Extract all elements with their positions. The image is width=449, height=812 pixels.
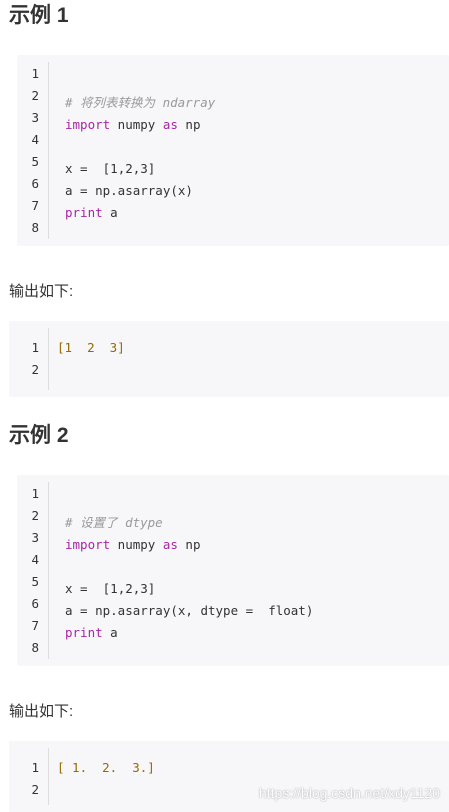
line-number: 3 xyxy=(31,530,39,545)
assign-x-prefix: x = xyxy=(65,161,103,176)
code-comment: # 设置了 dtype xyxy=(65,515,163,530)
example-2-code-block[interactable]: 1 2 3 4 5 6 7 8 # 设置了 dtype import numpy… xyxy=(17,475,449,666)
output-2-label: 输出如下: xyxy=(9,703,74,720)
code-line-import: import numpy as np xyxy=(65,537,200,553)
code-gutter-divider xyxy=(48,62,49,239)
line-number: 3 xyxy=(31,110,39,125)
line-number: 7 xyxy=(31,618,39,633)
code-gutter-divider xyxy=(48,482,49,659)
module-alias: np xyxy=(177,117,201,132)
keyword-import: import xyxy=(65,117,111,132)
keyword-import: import xyxy=(65,537,111,552)
output-2-code-block[interactable]: 1 2 [ 1. 2. 3.] xyxy=(9,741,449,812)
code-line-assign-a: a = np.asarray(x, dtype = float) xyxy=(65,603,314,618)
code-gutter-divider xyxy=(48,748,49,805)
code-line-print: print a xyxy=(65,625,118,641)
line-number: 1 xyxy=(31,486,39,501)
output-1-code-block[interactable]: 1 2 [1 2 3] xyxy=(9,321,449,397)
code-line-assign-a: a = np.asarray(x) xyxy=(65,183,193,198)
line-number: 6 xyxy=(31,596,39,611)
keyword-as: as xyxy=(162,117,178,132)
line-number: 5 xyxy=(31,154,39,169)
code-line-import: import numpy as np xyxy=(65,117,200,133)
line-number: 1 xyxy=(31,760,39,775)
code-comment: # 将列表转换为 ndarray xyxy=(65,95,216,110)
print-argument: a xyxy=(102,205,118,220)
line-number: 2 xyxy=(31,88,39,103)
line-number: 7 xyxy=(31,198,39,213)
line-number: 8 xyxy=(31,640,39,655)
line-number: 8 xyxy=(31,220,39,235)
line-number: 6 xyxy=(31,176,39,191)
line-number: 2 xyxy=(31,362,39,377)
line-number: 2 xyxy=(31,508,39,523)
assign-x-value: [1,2,3] xyxy=(102,161,156,176)
example-2-heading: 示例 2 xyxy=(9,424,69,447)
watermark-text: https://blog.csdn.net/xdy1120 xyxy=(258,785,440,801)
keyword-print: print xyxy=(65,205,103,220)
line-number: 1 xyxy=(31,66,39,81)
keyword-print: print xyxy=(65,625,103,640)
line-number: 4 xyxy=(31,132,39,147)
code-line-assign-x: x = [1,2,3] xyxy=(65,581,155,597)
module-name: numpy xyxy=(110,537,163,552)
assign-x-prefix: x = xyxy=(65,581,103,596)
assign-x-value: [1,2,3] xyxy=(102,581,156,596)
code-line-assign-x: x = [1,2,3] xyxy=(65,161,155,177)
output-1-label: 输出如下: xyxy=(9,283,74,300)
example-1-code-block[interactable]: 1 2 3 4 5 6 7 8 # 将列表转换为 ndarray import … xyxy=(17,55,449,246)
keyword-as: as xyxy=(162,537,178,552)
example-1-heading: 示例 1 xyxy=(9,4,69,27)
code-line-print: print a xyxy=(65,205,118,221)
output-2-value: [ 1. 2. 3.] xyxy=(57,760,155,775)
print-argument: a xyxy=(102,625,118,640)
output-1-value: [1 2 3] xyxy=(57,340,125,355)
line-number: 2 xyxy=(31,782,39,797)
line-number: 4 xyxy=(31,552,39,567)
line-number: 1 xyxy=(31,340,39,355)
code-gutter-divider xyxy=(48,328,49,390)
line-number: 5 xyxy=(31,574,39,589)
module-alias: np xyxy=(177,537,201,552)
module-name: numpy xyxy=(110,117,163,132)
